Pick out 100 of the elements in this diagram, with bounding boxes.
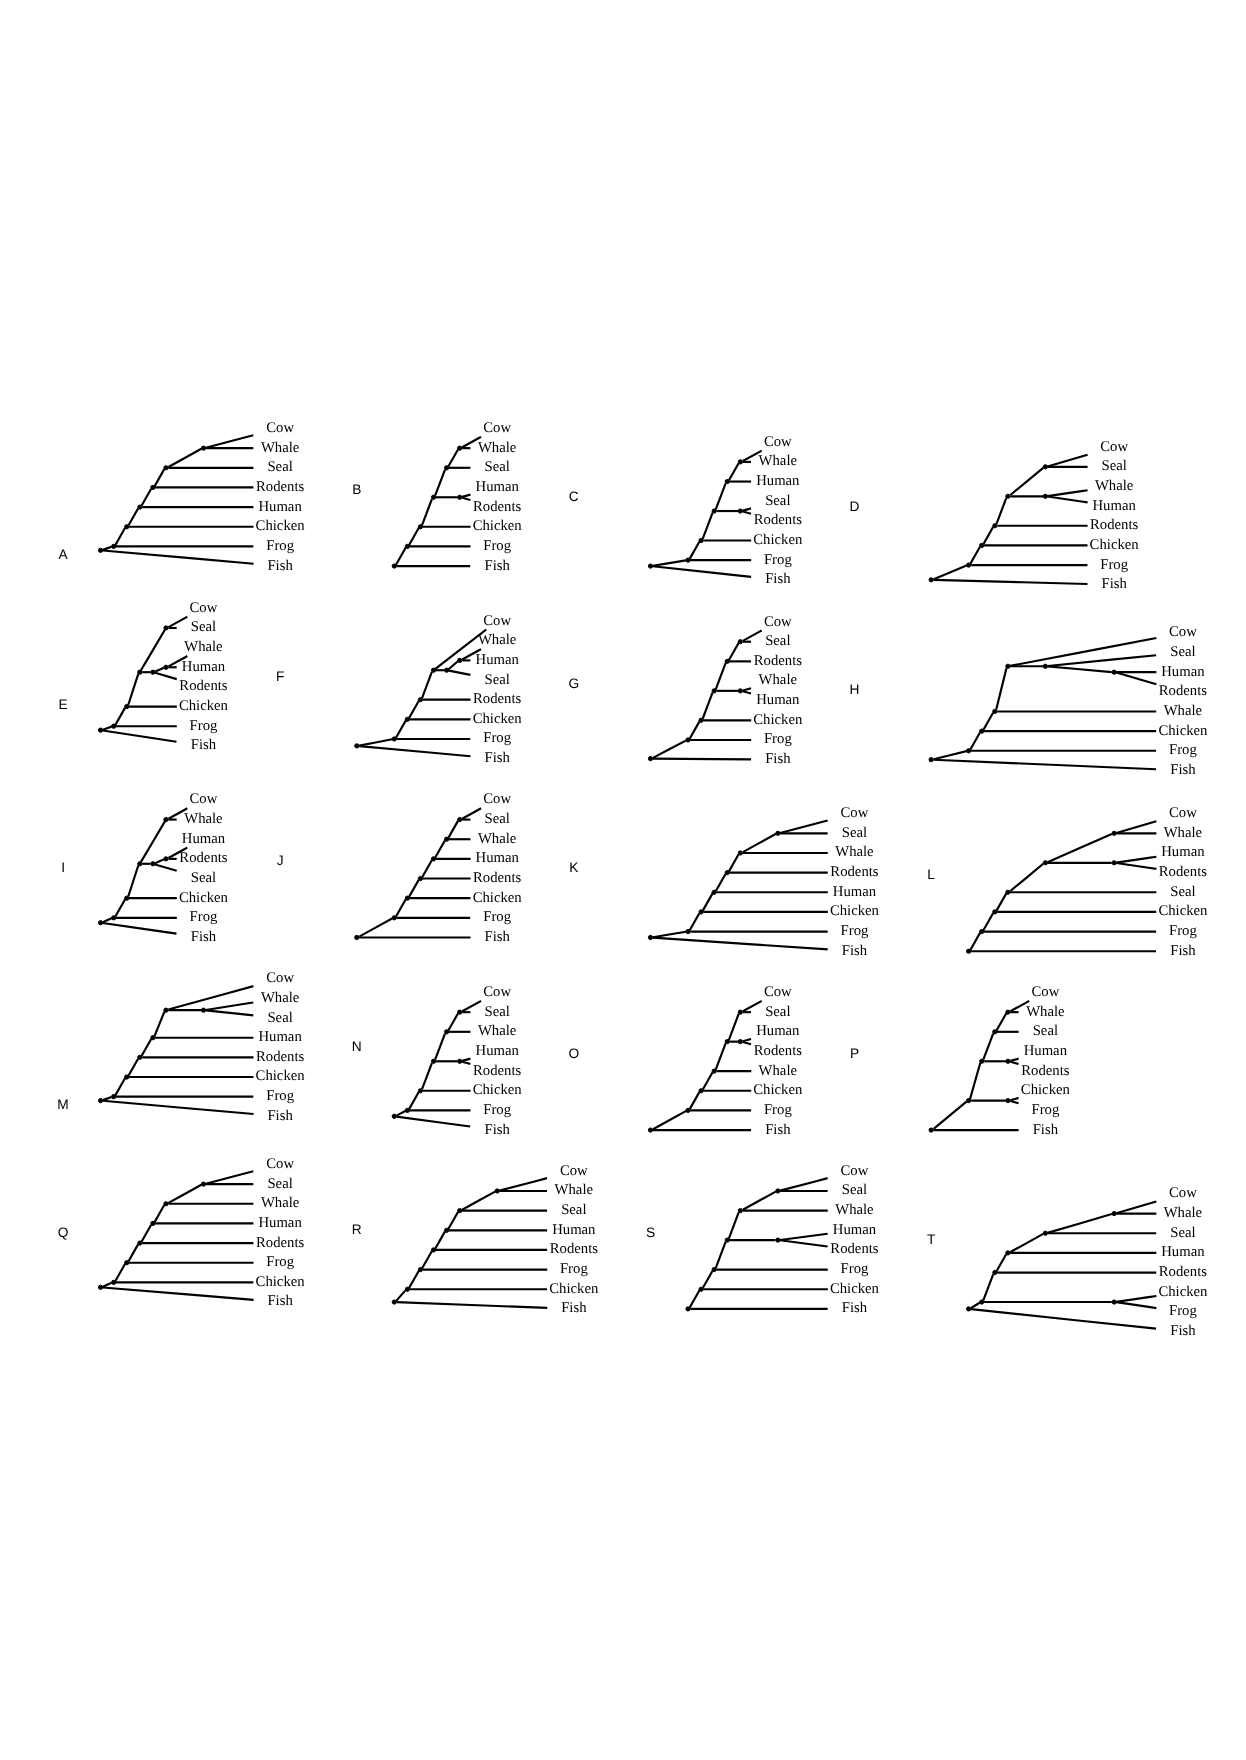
node-point (724, 1237, 730, 1243)
node-text: Rodents (473, 689, 522, 708)
node-text: Chicken (829, 1278, 880, 1297)
node-text: Whale (477, 1021, 517, 1040)
node-point (711, 1068, 717, 1074)
connector (421, 859, 433, 878)
connector (701, 692, 714, 720)
node-text: Seal (484, 1001, 510, 1020)
connector (168, 1202, 254, 1205)
connector (359, 738, 393, 747)
node-text: Fish (561, 1298, 587, 1317)
node-text: Chicken (1089, 534, 1139, 553)
connector (168, 1009, 202, 1012)
node-text: Rodents (549, 1239, 598, 1258)
connector (447, 1012, 459, 1032)
connector (688, 541, 701, 560)
connector (933, 1129, 1019, 1132)
node-text: Rodents (256, 476, 305, 495)
node-point (737, 850, 743, 856)
connector (652, 1129, 752, 1132)
connector (140, 820, 166, 863)
connector (448, 466, 471, 469)
connector (153, 1204, 166, 1223)
node-point (992, 1029, 998, 1035)
node-point (685, 557, 691, 563)
connector (932, 1100, 968, 1130)
connector (690, 1109, 752, 1112)
connector (688, 1290, 701, 1309)
node-text: Cow (483, 417, 512, 436)
connector (140, 488, 153, 507)
connector (115, 725, 177, 728)
node-text: Seal (267, 1173, 293, 1192)
connector (729, 660, 752, 663)
node-point (150, 861, 156, 867)
node-text: Frog (763, 729, 792, 748)
node-text: Human (181, 828, 226, 847)
connector (396, 916, 471, 919)
node-point (1005, 663, 1011, 669)
connector (462, 818, 471, 821)
node-text: Cow (559, 1160, 588, 1179)
node-text: Frog (840, 921, 869, 940)
connector (1009, 466, 1044, 496)
connector (1116, 855, 1157, 864)
node-point (163, 625, 169, 631)
node-point (457, 1058, 463, 1064)
connector (1047, 453, 1088, 468)
node-point (163, 856, 169, 862)
node-text: Frog (483, 1099, 512, 1118)
node-text: Human (756, 690, 800, 709)
connector (742, 851, 828, 855)
node-text: Seal (765, 490, 791, 509)
connector (1116, 861, 1157, 870)
node-text: Seal (1101, 456, 1127, 475)
connector (434, 1033, 446, 1061)
node-text: Whale (477, 630, 517, 649)
connector (168, 466, 254, 469)
node-point (711, 1267, 717, 1273)
connector (652, 930, 686, 939)
node-text: Whale (835, 1200, 874, 1219)
connector (728, 462, 740, 481)
node-text: Frog (559, 1259, 588, 1278)
connector (408, 1270, 420, 1289)
connector (969, 546, 981, 565)
node-point (354, 934, 360, 941)
connector (652, 757, 752, 761)
node-text: Human (832, 1219, 877, 1238)
node-point (1042, 493, 1048, 499)
connector (408, 879, 420, 898)
node-point (97, 547, 104, 553)
node-text: Human (475, 848, 519, 867)
node-text: Rodents (256, 1046, 305, 1065)
node-point (685, 737, 691, 743)
node-text: Whale (260, 1193, 300, 1212)
node-text: Cow (1169, 803, 1197, 822)
connector (982, 712, 994, 731)
connector (140, 629, 166, 671)
connector (499, 1177, 548, 1192)
node-text: Cow (189, 597, 218, 616)
connector (1047, 465, 1088, 468)
connector (996, 1030, 1019, 1033)
node-text: Seal (267, 1007, 293, 1026)
connector (690, 559, 752, 562)
connector (448, 1030, 471, 1033)
connector (728, 853, 740, 872)
node-text: Chicken (178, 887, 229, 906)
connector (716, 1070, 752, 1073)
node-point (737, 508, 743, 514)
node-text: Human (475, 1040, 519, 1059)
node-text: Whale (260, 437, 300, 456)
connector (652, 739, 687, 759)
node-text: Rodents (753, 510, 802, 529)
node-text: Frog (1031, 1099, 1060, 1118)
node-text: Seal (1170, 1222, 1196, 1241)
node-text: Cow (266, 1153, 295, 1172)
node-text: Fish (841, 940, 868, 959)
node-text: Chicken (829, 901, 880, 920)
connector (742, 833, 777, 854)
connector (408, 527, 420, 546)
connector (1009, 1232, 1044, 1253)
node-point (163, 465, 169, 471)
